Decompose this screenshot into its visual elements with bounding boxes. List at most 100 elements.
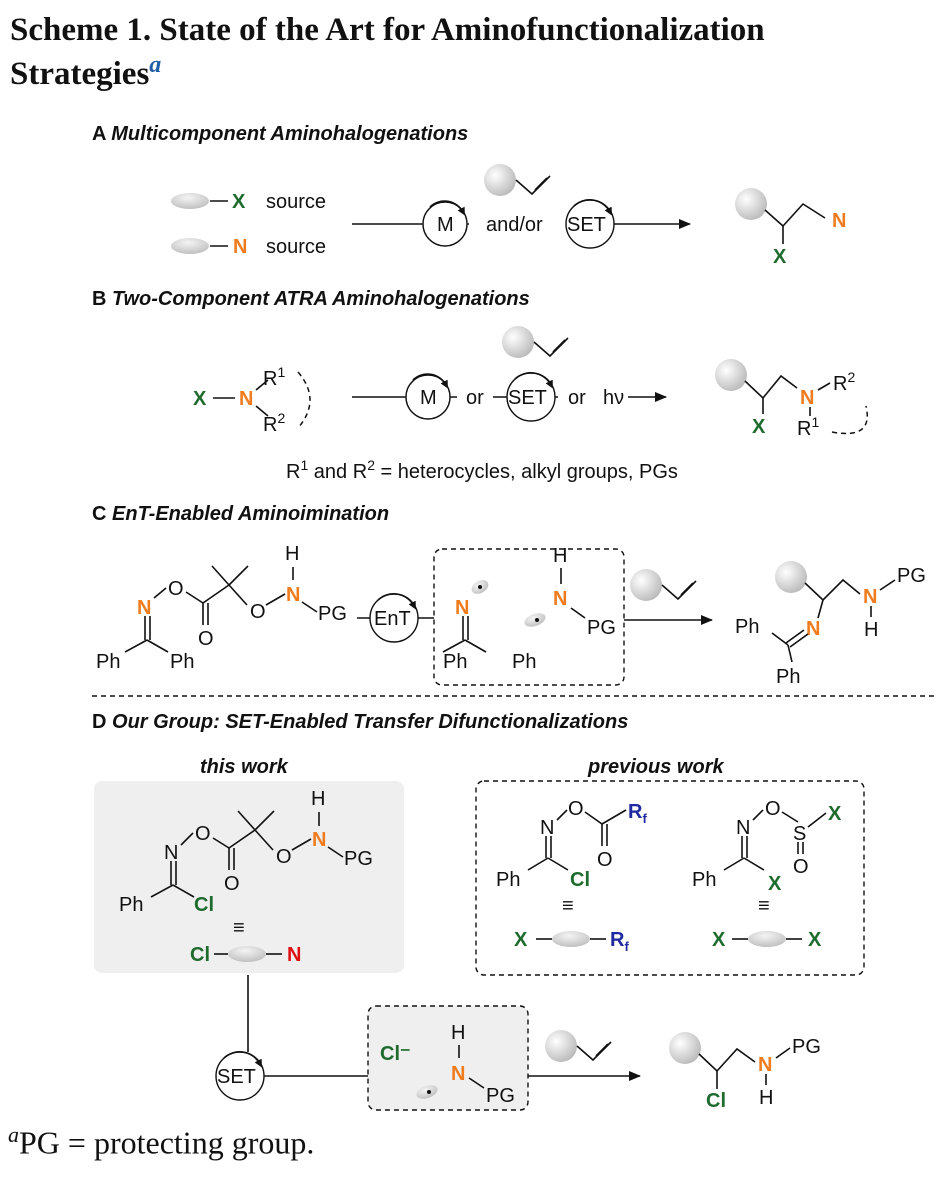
x-atom: X (232, 191, 246, 213)
h-atom: H (311, 788, 325, 810)
substrate-ball (484, 164, 516, 196)
x-atom: X (514, 929, 528, 951)
r1-group: R1 (263, 364, 285, 390)
o-atom: O (195, 823, 211, 845)
ph-group: Ph (496, 869, 520, 891)
footnote: aPG = protecting group. (8, 1122, 315, 1161)
ph-group: Ph (776, 666, 800, 688)
section-c-heading: C EnT-Enabled Aminoimination (92, 503, 389, 525)
equivalence-symbol: ≡ (562, 895, 574, 917)
h-atom: H (451, 1022, 465, 1044)
x-atom: X (193, 388, 207, 410)
pg-group: PG (792, 1036, 821, 1058)
n-atom: N (863, 586, 877, 608)
or-label: or (568, 387, 586, 409)
substrate-ball (669, 1032, 701, 1064)
substrate-ball (775, 561, 807, 593)
o-atom: O (276, 846, 292, 868)
n-atom: N (286, 584, 300, 606)
o-atom: O (765, 798, 781, 820)
pg-group: PG (486, 1085, 515, 1107)
h-atom: H (759, 1087, 773, 1109)
section-a: A Multicomponent Aminohalogenations X so… (92, 123, 846, 268)
reagent-pill (552, 931, 590, 947)
pg-group: PG (318, 603, 347, 625)
section-d-heading: D Our Group: SET-Enabled Transfer Difunc… (92, 711, 628, 733)
rf-group: Rf (610, 929, 629, 954)
ph-group: Ph (735, 616, 759, 638)
this-work-label: this work (200, 756, 289, 778)
ph-group: Ph (443, 651, 467, 673)
n-atom: N (758, 1054, 772, 1076)
caption-line-2: Strategiesa (10, 52, 162, 92)
reagent-pill (171, 238, 209, 254)
o-atom: O (168, 578, 184, 600)
section-b-heading: B Two-Component ATRA Aminohalogenations (92, 288, 530, 310)
n-atom: N (455, 597, 469, 619)
o-atom: O (568, 798, 584, 820)
n-atom: N (312, 829, 326, 851)
n-atom: N (553, 588, 567, 610)
equivalence-symbol: ≡ (233, 917, 245, 939)
set-label: SET (567, 214, 606, 236)
footnote-mark: a (8, 1122, 19, 1147)
source-label: source (266, 191, 326, 213)
substrate-ball (502, 326, 534, 358)
n-atom: N (800, 387, 814, 409)
section-b: B Two-Component ATRA Aminohalogenations … (92, 288, 868, 483)
x-atom: X (752, 416, 766, 438)
n-atom: N (239, 388, 253, 410)
x-atom: X (773, 246, 787, 268)
pg-group: PG (587, 617, 616, 639)
metal-label: M (420, 387, 437, 409)
metal-catalyst-cycle (405, 374, 451, 420)
metal-catalyst-cycle (422, 201, 468, 247)
substrate-ball (715, 359, 747, 391)
n-atom: N (164, 842, 178, 864)
reagent-pill (228, 946, 266, 962)
r-group-note: R1 and R2 = heterocycles, alkyl groups, … (286, 457, 678, 483)
hv-label: hν (603, 387, 624, 409)
r2-group: R2 (263, 410, 285, 436)
ph-group: Ph (170, 651, 194, 673)
section-a-heading: A Multicomponent Aminohalogenations (92, 123, 468, 145)
set-label: SET (217, 1066, 256, 1088)
set-label: SET (508, 387, 547, 409)
cl-atom: Cl (706, 1090, 726, 1112)
section-c: C EnT-Enabled Aminoimination N O O O N H… (92, 503, 926, 688)
o-atom: O (793, 856, 809, 878)
pg-group: PG (344, 848, 373, 870)
substrate-ball (630, 569, 662, 601)
equivalence-symbol: ≡ (758, 895, 770, 917)
n-atom: N (806, 618, 820, 640)
n-atom: N (287, 944, 301, 966)
metal-label: M (437, 214, 454, 236)
and-or-label: and/or (486, 214, 543, 236)
o-atom: O (224, 873, 240, 895)
reagent-pill (748, 931, 786, 947)
x-atom: X (768, 873, 782, 895)
cl-atom: Cl (194, 894, 214, 916)
n-atom: N (736, 817, 750, 839)
intermediate-box (433, 548, 625, 686)
h-atom: H (285, 543, 299, 565)
section-d: D Our Group: SET-Enabled Transfer Difunc… (92, 711, 865, 1112)
r1-group: R1 (797, 414, 819, 440)
r2-group: R2 (833, 369, 855, 395)
o-atom: O (198, 628, 214, 650)
o-atom: O (250, 601, 266, 623)
source-label: source (266, 236, 326, 258)
cl-atom: Cl (190, 944, 210, 966)
h-atom: H (864, 619, 878, 641)
n-atom: N (137, 597, 151, 619)
x-atom: X (808, 929, 822, 951)
x-atom: X (828, 803, 842, 825)
pg-group: PG (897, 565, 926, 587)
s-atom: S (793, 823, 806, 845)
x-atom: X (712, 929, 726, 951)
substrate-ball (545, 1030, 577, 1062)
n-atom: N (451, 1063, 465, 1085)
previous-work-panel (475, 780, 865, 976)
o-atom: O (597, 849, 613, 871)
